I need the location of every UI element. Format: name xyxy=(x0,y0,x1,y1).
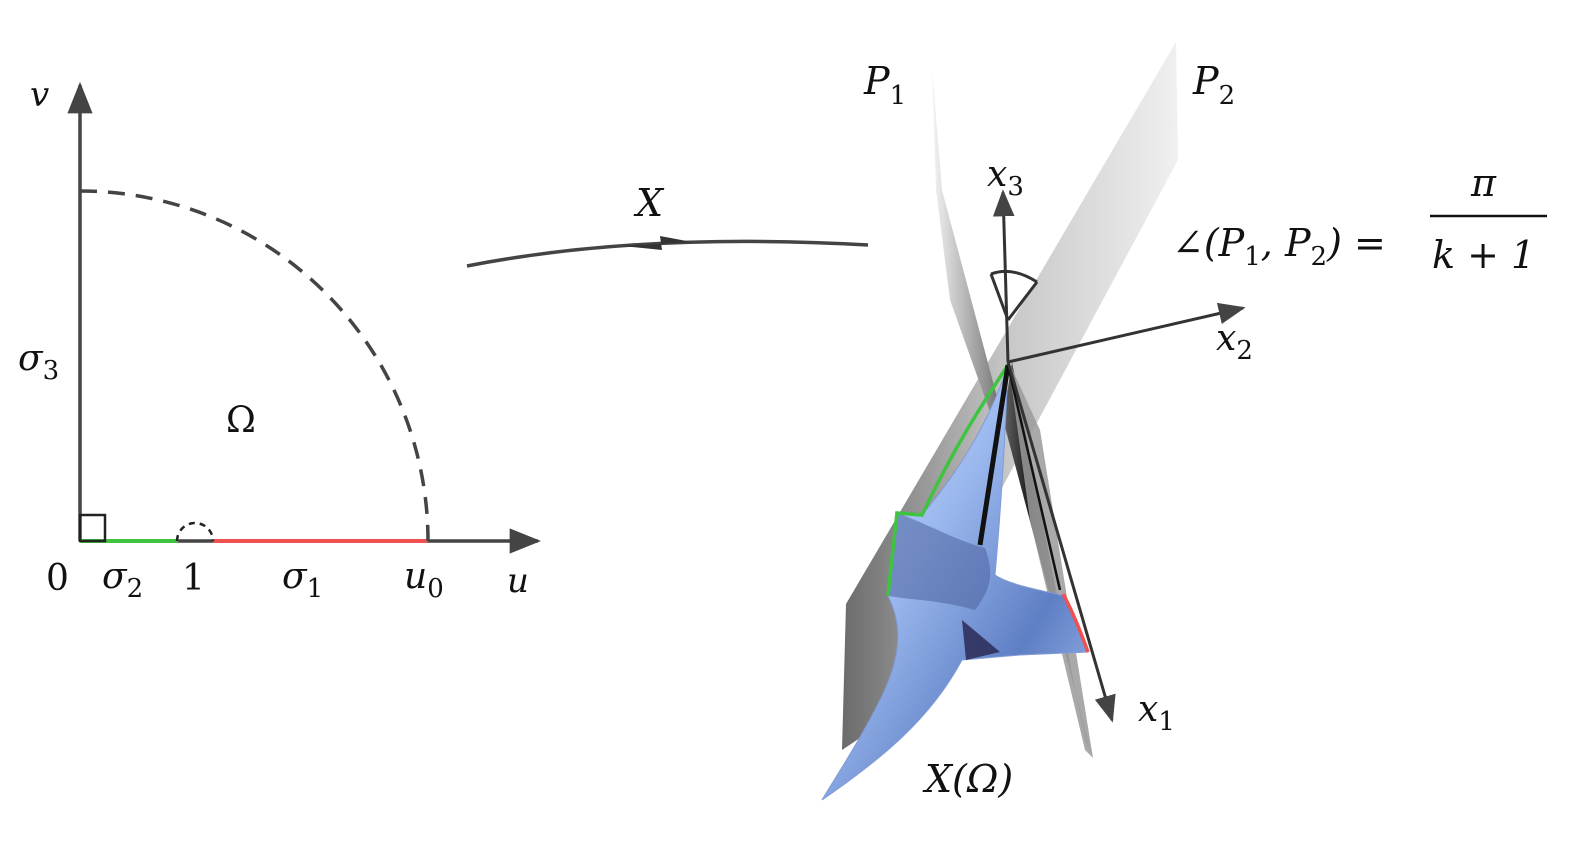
one-label: 1 xyxy=(182,558,205,599)
parameter-domain: v u 0 σ3 σ2 1 σ1 u0 Ω xyxy=(18,75,542,604)
right-angle-marker xyxy=(78,513,107,543)
angle-formula: ∠(P1, P2) = π k + 1 xyxy=(1172,161,1547,277)
surface-shadow xyxy=(888,513,991,610)
surface-green-boundary xyxy=(886,364,1010,597)
mapping-curve xyxy=(466,239,869,268)
u-axis-label: u xyxy=(507,561,529,601)
quarter-circle-arc xyxy=(79,189,430,542)
omega-label: Ω xyxy=(226,400,256,441)
u0-label: u0 xyxy=(404,556,444,604)
small-half-circle xyxy=(175,521,215,542)
x2-axis-label: x2 xyxy=(1216,318,1253,366)
sigma1-label: σ1 xyxy=(282,556,323,604)
angle-marker-leg2 xyxy=(1006,281,1039,321)
angle-marker xyxy=(990,269,1038,284)
map-label: X xyxy=(633,181,665,225)
surface-fold xyxy=(962,620,1000,660)
origin-label: 0 xyxy=(46,558,69,599)
x1-axis-label: x1 xyxy=(1138,689,1175,737)
fraction-numerator: π xyxy=(1470,161,1497,205)
mapping-arrowhead xyxy=(622,236,692,250)
x3-axis xyxy=(992,189,1015,363)
sigma2-label: σ2 xyxy=(102,556,143,604)
mapping-arrow: X xyxy=(466,181,869,268)
surface-red-boundary xyxy=(1061,593,1090,653)
x1-axis xyxy=(1006,361,1116,723)
sigma3-label: σ3 xyxy=(18,338,59,386)
angle-marker-leg1 xyxy=(989,273,1010,321)
fraction-denominator: k + 1 xyxy=(1432,233,1535,277)
angle-formula-lhs: ∠(P1, P2) = xyxy=(1172,221,1386,272)
surface-axis-line xyxy=(977,364,1011,546)
image-label: X(Ω) xyxy=(922,757,1013,801)
surface-ridge-line xyxy=(1006,364,1062,591)
plane-p2-label: P2 xyxy=(1192,59,1235,111)
x2-axis xyxy=(1007,302,1246,364)
x3-axis-label: x3 xyxy=(987,154,1024,202)
plane-p1-label: P1 xyxy=(863,59,906,111)
v-axis-label: v xyxy=(30,75,49,115)
surface-image: P1 P2 x3 x2 x1 X(Ω) ∠(P1, P2) = π k + 1 xyxy=(821,42,1547,801)
